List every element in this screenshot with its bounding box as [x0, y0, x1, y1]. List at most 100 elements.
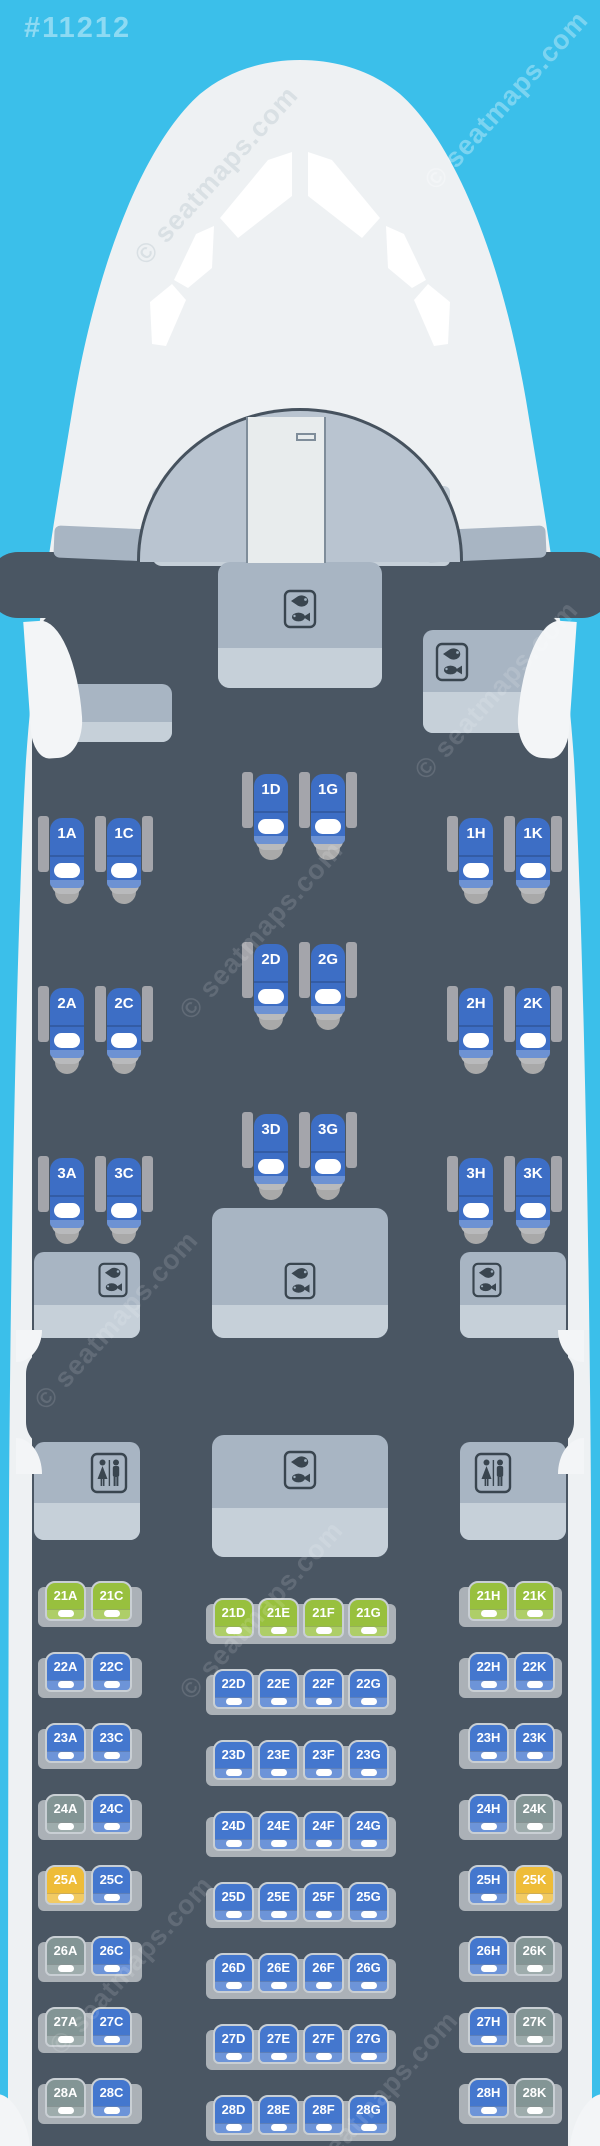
seat-22F[interactable]: 22F — [303, 1669, 344, 1709]
seat-cushion-tab — [270, 1982, 287, 1989]
seat-28D[interactable]: 28D — [213, 2095, 254, 2135]
seat-27G[interactable]: 27G — [348, 2024, 389, 2064]
seat-24E[interactable]: 24E — [258, 1811, 299, 1851]
seat-26G[interactable]: 26G — [348, 1953, 389, 1993]
seat-25G[interactable]: 25G — [348, 1882, 389, 1922]
seat-24D[interactable]: 24D — [213, 1811, 254, 1851]
seat-26K[interactable]: 26K — [514, 1936, 555, 1976]
seat-24K[interactable]: 24K — [514, 1794, 555, 1834]
seat-28A[interactable]: 28A — [45, 2078, 86, 2118]
seat-27F[interactable]: 27F — [303, 2024, 344, 2064]
seat-27K[interactable]: 27K — [514, 2007, 555, 2047]
seat-2D[interactable]: 2D — [254, 942, 288, 1030]
seat-1K[interactable]: 1K — [516, 816, 550, 904]
seat-23G[interactable]: 23G — [348, 1740, 389, 1780]
seat-label: 25G — [356, 1889, 381, 1904]
seat-22E[interactable]: 22E — [258, 1669, 299, 1709]
seat-2A[interactable]: 2A — [50, 986, 84, 1074]
seat-25C[interactable]: 25C — [91, 1865, 132, 1905]
seat-28G[interactable]: 28G — [348, 2095, 389, 2135]
seat-1H[interactable]: 1H — [459, 816, 493, 904]
seat-3D[interactable]: 3D — [254, 1112, 288, 1200]
seat-24H[interactable]: 24H — [468, 1794, 509, 1834]
seat-label: 22F — [312, 1676, 335, 1691]
seat-3H[interactable]: 3H — [459, 1156, 493, 1244]
seat-22A[interactable]: 22A — [45, 1652, 86, 1692]
seat-27D[interactable]: 27D — [213, 2024, 254, 2064]
seat-23H[interactable]: 23H — [468, 1723, 509, 1763]
seat-23C[interactable]: 23C — [91, 1723, 132, 1763]
seat-label: 22E — [266, 1676, 291, 1691]
seat-23F[interactable]: 23F — [303, 1740, 344, 1780]
seat-23D[interactable]: 23D — [213, 1740, 254, 1780]
seat-1G[interactable]: 1G — [311, 772, 345, 860]
seat-23A[interactable]: 23A — [45, 1723, 86, 1763]
seat-26F[interactable]: 26F — [303, 1953, 344, 1993]
seat-label: 27D — [221, 2031, 246, 2046]
seat-28C[interactable]: 28C — [91, 2078, 132, 2118]
seat-25F[interactable]: 25F — [303, 1882, 344, 1922]
seat-cushion-tab — [225, 1840, 242, 1847]
seat-3K[interactable]: 3K — [516, 1156, 550, 1244]
headrest-pillow — [520, 1203, 546, 1218]
seat-3A[interactable]: 3A — [50, 1156, 84, 1244]
seat-24F[interactable]: 24F — [303, 1811, 344, 1851]
seat-25E[interactable]: 25E — [258, 1882, 299, 1922]
seat-3C[interactable]: 3C — [107, 1156, 141, 1244]
headrest-pillow — [463, 1203, 489, 1218]
seat-24A[interactable]: 24A — [45, 1794, 86, 1834]
seat-2G[interactable]: 2G — [311, 942, 345, 1030]
seat-21C[interactable]: 21C — [91, 1581, 132, 1621]
seat-24G[interactable]: 24G — [348, 1811, 389, 1851]
seat-28K[interactable]: 28K — [514, 2078, 555, 2118]
seat-3G[interactable]: 3G — [311, 1112, 345, 1200]
seat-25K[interactable]: 25K — [514, 1865, 555, 1905]
seat-25H[interactable]: 25H — [468, 1865, 509, 1905]
seat-27E[interactable]: 27E — [258, 2024, 299, 2064]
seat-26H[interactable]: 26H — [468, 1936, 509, 1976]
seat-28H[interactable]: 28H — [468, 2078, 509, 2118]
seat-28E[interactable]: 28E — [258, 2095, 299, 2135]
armrest — [142, 816, 153, 872]
seat-27H[interactable]: 27H — [468, 2007, 509, 2047]
seat-26E[interactable]: 26E — [258, 1953, 299, 1993]
seat-26C[interactable]: 26C — [91, 1936, 132, 1976]
seat-21D[interactable]: 21D — [213, 1598, 254, 1638]
seat-1D[interactable]: 1D — [254, 772, 288, 860]
seat-23E[interactable]: 23E — [258, 1740, 299, 1780]
galley-box — [460, 1252, 566, 1338]
seat-cushion-tab — [480, 1965, 497, 1972]
seat-21A[interactable]: 21A — [45, 1581, 86, 1621]
seat-cushion-tab — [526, 1965, 543, 1972]
seat-cushion-tab — [315, 1698, 332, 1705]
seat-2K[interactable]: 2K — [516, 986, 550, 1074]
seat-1A[interactable]: 1A — [50, 816, 84, 904]
seat-21G[interactable]: 21G — [348, 1598, 389, 1638]
seat-26A[interactable]: 26A — [45, 1936, 86, 1976]
seat-25A[interactable]: 25A — [45, 1865, 86, 1905]
seat-21H[interactable]: 21H — [468, 1581, 509, 1621]
seat-2C[interactable]: 2C — [107, 986, 141, 1074]
seat-22C[interactable]: 22C — [91, 1652, 132, 1692]
seat-26D[interactable]: 26D — [213, 1953, 254, 1993]
seat-22D[interactable]: 22D — [213, 1669, 254, 1709]
seat-24C[interactable]: 24C — [91, 1794, 132, 1834]
business-seat-pair: 3A 3C — [38, 1156, 153, 1244]
seat-23K[interactable]: 23K — [514, 1723, 555, 1763]
seat-1C[interactable]: 1C — [107, 816, 141, 904]
seat-27C[interactable]: 27C — [91, 2007, 132, 2047]
seat-28F[interactable]: 28F — [303, 2095, 344, 2135]
seat-cushion-tab — [480, 1823, 497, 1830]
seat-21E[interactable]: 21E — [258, 1598, 299, 1638]
seat-22K[interactable]: 22K — [514, 1652, 555, 1692]
seat-21K[interactable]: 21K — [514, 1581, 555, 1621]
seat-22H[interactable]: 22H — [468, 1652, 509, 1692]
seat-21F[interactable]: 21F — [303, 1598, 344, 1638]
seat-cushion-tab — [315, 1627, 332, 1634]
seat-27A[interactable]: 27A — [45, 2007, 86, 2047]
seat-25D[interactable]: 25D — [213, 1882, 254, 1922]
seat-22G[interactable]: 22G — [348, 1669, 389, 1709]
armrest — [38, 986, 49, 1042]
seat-2H[interactable]: 2H — [459, 986, 493, 1074]
armrest — [299, 1112, 310, 1168]
